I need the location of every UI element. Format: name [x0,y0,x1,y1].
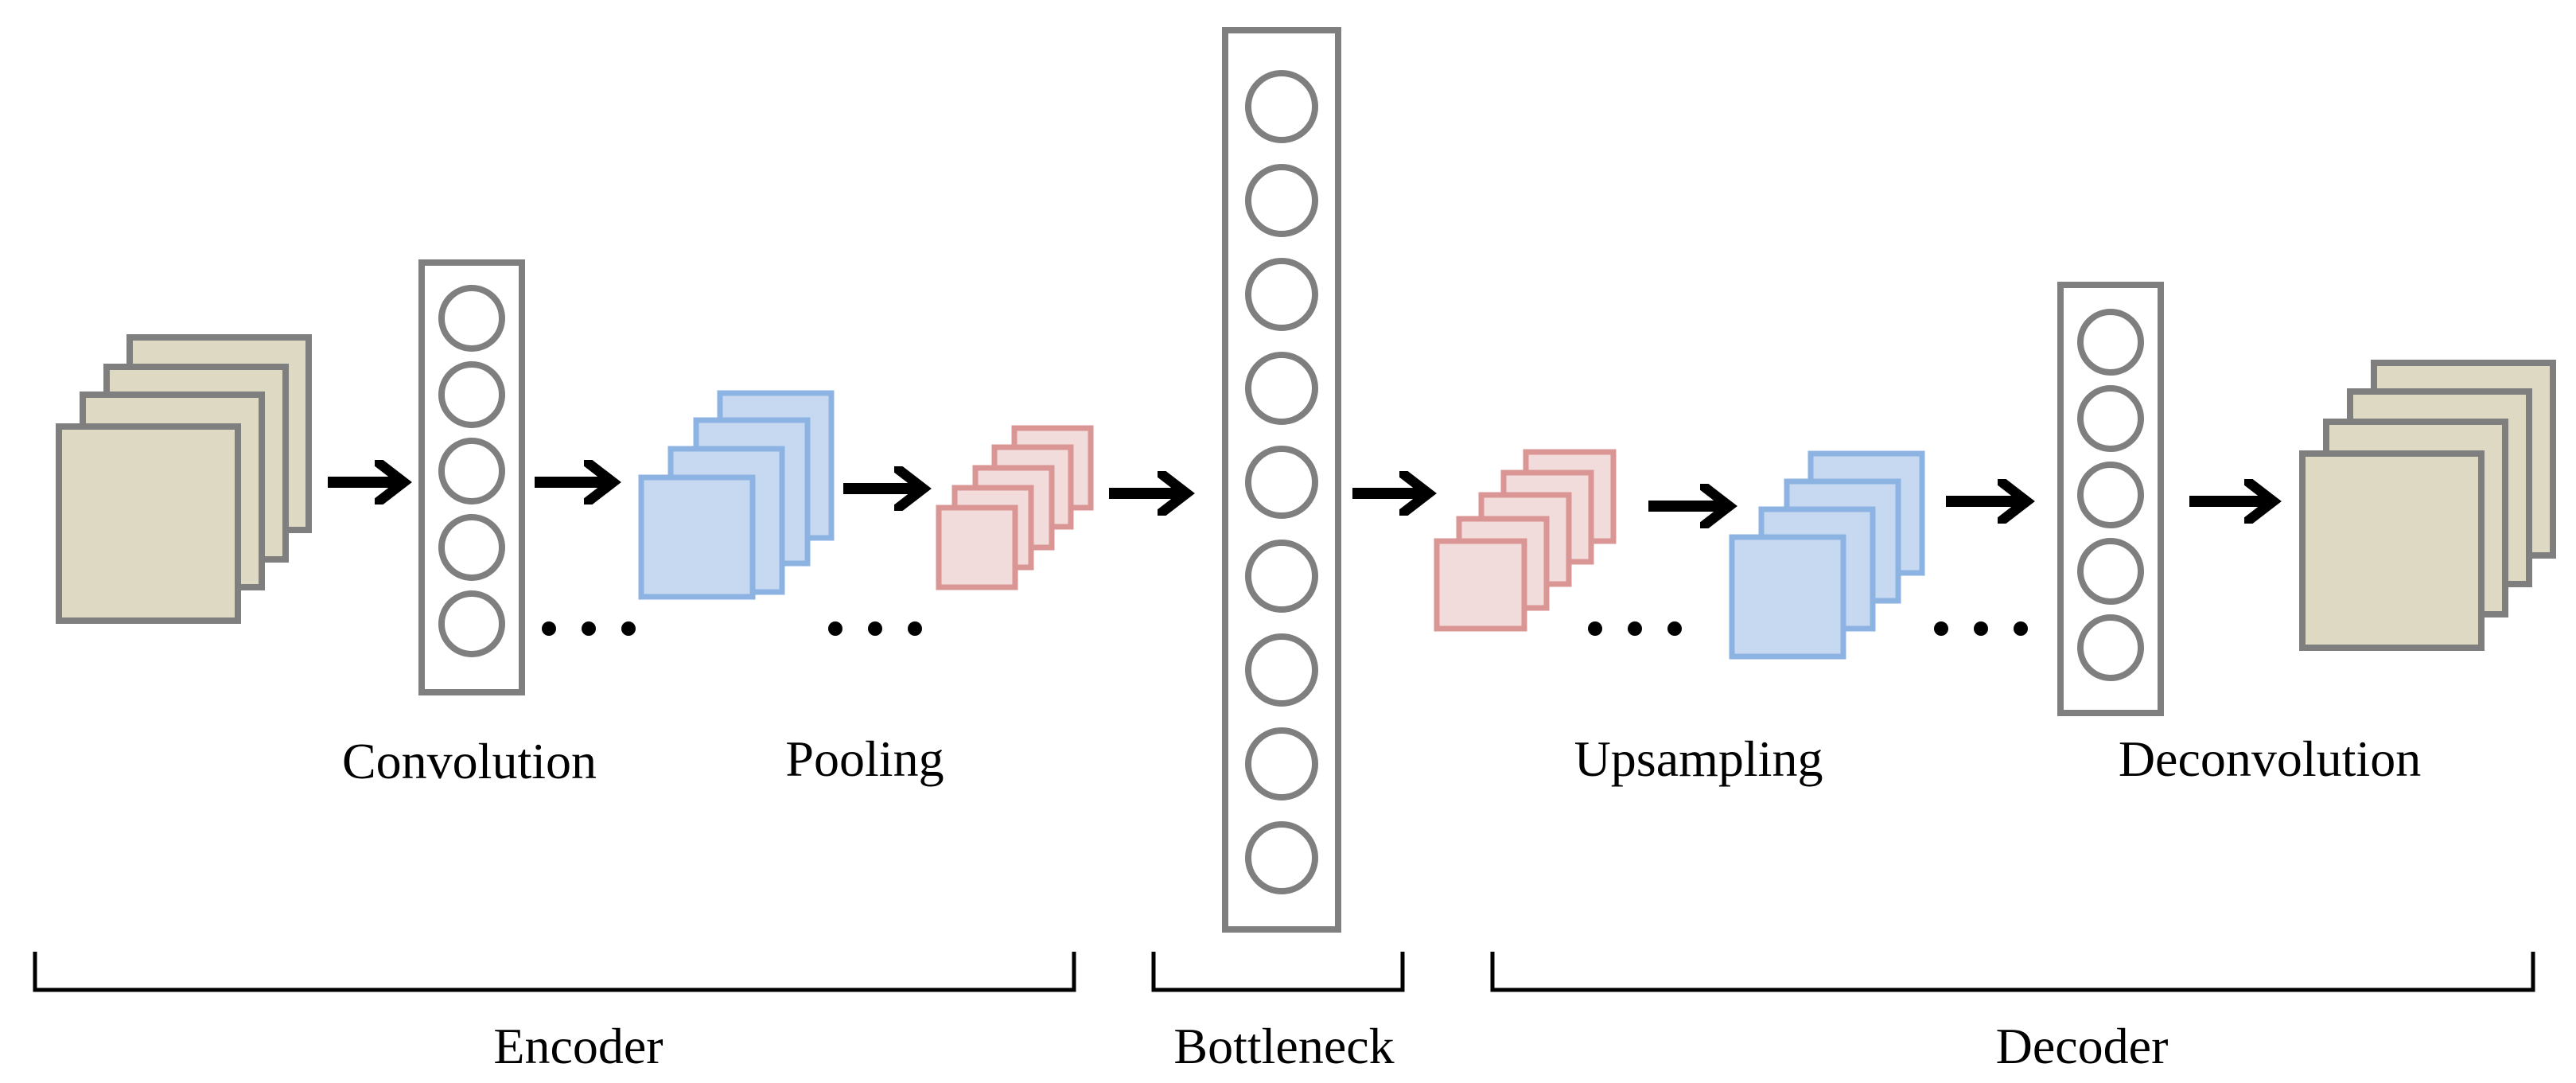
neuron [1245,352,1318,425]
ellipsis-icon [1934,621,2028,636]
neuron [1245,164,1318,237]
neuron [438,590,505,657]
pooled-feature-maps [936,425,1094,590]
neuron [2077,309,2144,376]
neuron [1245,258,1318,331]
section-brackets [33,952,2535,992]
neuron [1245,446,1318,519]
flow-arrows [328,482,2269,506]
ellipsis-icon [828,621,922,636]
convolution-layer [418,259,525,695]
neuron [438,514,505,581]
neuron [1245,70,1318,143]
convolved-feature-maps [638,390,835,600]
encoder-label: Encoder [493,1018,663,1074]
deconvolution-label: Deconvolution [2119,730,2421,787]
decoder-feature-maps [1729,450,1925,660]
bottleneck-layer [1222,27,1341,933]
neuron [1245,821,1318,894]
neuron [438,285,505,352]
neuron [2077,614,2144,681]
neuron [1245,633,1318,707]
neuron [2077,538,2144,605]
encoder-bracket [33,952,1076,992]
ellipsis-icon [1588,621,1682,636]
input-feature-maps [56,334,312,624]
neuron [1245,540,1318,613]
neuron [1245,727,1318,801]
upsampled-feature-maps [1434,449,1617,632]
neuron [2077,462,2144,528]
upsampling-label: Upsampling [1574,730,1823,787]
ellipsis-dots [542,621,2028,636]
convolution-label: Convolution [342,733,597,789]
neuron [438,361,505,428]
bottleneck-bracket [1151,952,1405,992]
decoder-label: Decoder [1996,1018,2169,1074]
neuron [438,438,505,504]
output-feature-maps [2299,360,2556,651]
ellipsis-icon [542,621,636,636]
pooling-label: Pooling [785,730,944,787]
neuron [2077,385,2144,452]
deconvolution-layer [2057,282,2164,716]
bottleneck-label: Bottleneck [1173,1018,1394,1074]
decoder-bracket [1490,952,2535,992]
